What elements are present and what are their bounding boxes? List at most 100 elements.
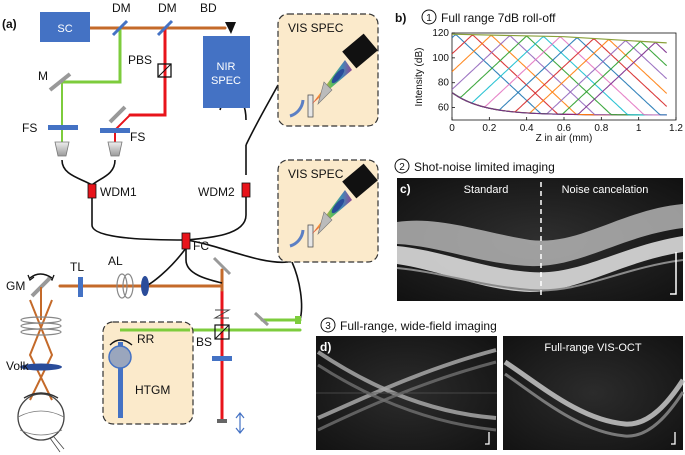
dichroic-mirror-1 xyxy=(111,19,129,37)
wdm2-coupler xyxy=(241,182,251,198)
m-label: M xyxy=(38,69,48,83)
rotation-reflector-rr xyxy=(118,342,123,418)
volk-lens xyxy=(20,363,62,371)
rr-label: RR xyxy=(137,332,155,346)
chart-xtick-label: 1.2 xyxy=(669,123,683,134)
vis-spec-1-label: VIS SPEC xyxy=(288,21,344,35)
scan-beams xyxy=(28,287,54,401)
panel-c-left-title: Standard xyxy=(464,184,509,196)
fs1-label: FS xyxy=(22,121,37,135)
panel-c: 2 Shot-noise limited imaging c) Standard… xyxy=(394,158,684,301)
gm-rotation-arrow-icon xyxy=(29,273,53,279)
ref-end-mirror xyxy=(217,419,227,423)
chart-peak-series xyxy=(451,36,667,116)
filter-fs1 xyxy=(48,125,78,130)
collimator-1-icon xyxy=(54,141,70,157)
chart-ytick-label: 80 xyxy=(438,78,450,89)
panel-d-label: d) xyxy=(320,340,331,354)
ref-mirror xyxy=(212,256,232,276)
dichroic-mirror-2 xyxy=(156,19,174,37)
htgm-box: RR HTGM xyxy=(102,321,194,425)
chart-xtick-label: 0.2 xyxy=(482,123,496,134)
panel-b-title: Full range 7dB roll-off xyxy=(441,11,556,25)
dm2-label: DM xyxy=(158,1,177,15)
rr-rotation-arrow-icon xyxy=(109,339,133,346)
fs2-label: FS xyxy=(130,130,145,144)
volk-label: Volk xyxy=(6,359,30,373)
panel-b-label: b) xyxy=(395,11,406,25)
panel-d-title: Full-range, wide-field imaging xyxy=(340,319,497,333)
chart-xtick-label: 0 xyxy=(449,123,455,134)
panel-b: b) 1 Full range 7dB roll-off 60801001200… xyxy=(395,9,683,144)
nir-spec-label-1: NIR xyxy=(217,61,236,73)
fiber-port xyxy=(295,316,301,324)
dispersion-compensator xyxy=(213,309,231,319)
chart-ytick-label: 120 xyxy=(432,28,449,39)
chart-peak-series xyxy=(451,36,667,116)
al-label: AL xyxy=(108,254,123,268)
chart-ylabel: Intensity (dB) xyxy=(414,48,425,107)
vis-spec-1-box: VIS SPEC xyxy=(277,13,379,127)
chart-ytick-label: 60 xyxy=(438,103,450,114)
pbs-label: PBS xyxy=(128,53,152,67)
chart-peak-series xyxy=(451,42,668,115)
spec2-collimator-mirror xyxy=(289,229,305,248)
chart-xlabel: Z in air (mm) xyxy=(536,133,593,144)
panel-a: (a) xyxy=(2,1,379,453)
panel-c-title: Shot-noise limited imaging xyxy=(414,160,555,174)
scale-bar-c xyxy=(670,252,677,295)
sc-label: SC xyxy=(57,23,72,35)
spec1-camera-icon xyxy=(342,33,378,69)
chart-plot-area xyxy=(451,32,677,121)
collimator-2-icon xyxy=(107,141,123,157)
panel-c-circle-badge xyxy=(394,158,410,174)
nir-spec-box xyxy=(203,36,250,108)
chart-xtick-label: 0.6 xyxy=(557,123,571,134)
panel-d-right-title: Full-range VIS-OCT xyxy=(544,342,641,354)
spec1-prism xyxy=(317,81,333,106)
spec2-camera-icon xyxy=(342,163,378,199)
gm-label: GM xyxy=(6,279,25,293)
vis-spec-2-label: VIS SPEC xyxy=(288,167,344,181)
panel-c-circle-number: 2 xyxy=(399,162,405,173)
panel-a-label: (a) xyxy=(2,17,17,31)
chart-series xyxy=(451,33,668,116)
panel-d-circle-badge xyxy=(320,317,336,333)
filter-fs2 xyxy=(100,128,130,133)
fold-mirror xyxy=(253,311,270,327)
panel-b-circle-badge xyxy=(421,9,437,25)
htgm-disk-icon xyxy=(108,345,132,369)
scan-lenses xyxy=(20,316,62,336)
tube-lens-tl xyxy=(78,277,83,297)
wdm1-coupler xyxy=(87,183,97,199)
spec2-grating xyxy=(307,224,314,248)
mirror-m xyxy=(48,72,72,92)
spec1-grating xyxy=(307,94,314,118)
chart-xtick-label: 1 xyxy=(636,123,642,134)
panel-c-label: c) xyxy=(400,182,411,196)
achromat-lens-al-1 xyxy=(116,273,128,299)
wdm1-label: WDM1 xyxy=(100,185,137,199)
bscan-d-left-image xyxy=(316,336,497,450)
panel-c-right-title: Noise cancelation xyxy=(562,184,649,196)
tl-label: TL xyxy=(70,260,84,274)
bs-label: BS xyxy=(196,335,212,349)
wdm2-label: WDM2 xyxy=(198,185,235,199)
beam-dump-icon xyxy=(225,22,236,34)
nir-spec-label-2: SPEC xyxy=(211,75,241,87)
chart-rolloff-envelope xyxy=(451,33,667,44)
bscan-c-image xyxy=(396,178,684,301)
bscan-d-right-image xyxy=(503,336,685,450)
panel-b-circle-number: 1 xyxy=(426,13,432,24)
htgm-label: HTGM xyxy=(135,383,170,397)
chart-xtick-label: 0.8 xyxy=(594,123,608,134)
mirror-red-path xyxy=(108,105,127,124)
dm1-label: DM xyxy=(112,1,131,15)
pbs-cube-icon xyxy=(157,63,172,78)
spec1-collimator-mirror xyxy=(289,99,305,118)
spec1-lens xyxy=(331,68,345,84)
eye-icon xyxy=(17,392,65,453)
beam-paths xyxy=(58,26,302,422)
